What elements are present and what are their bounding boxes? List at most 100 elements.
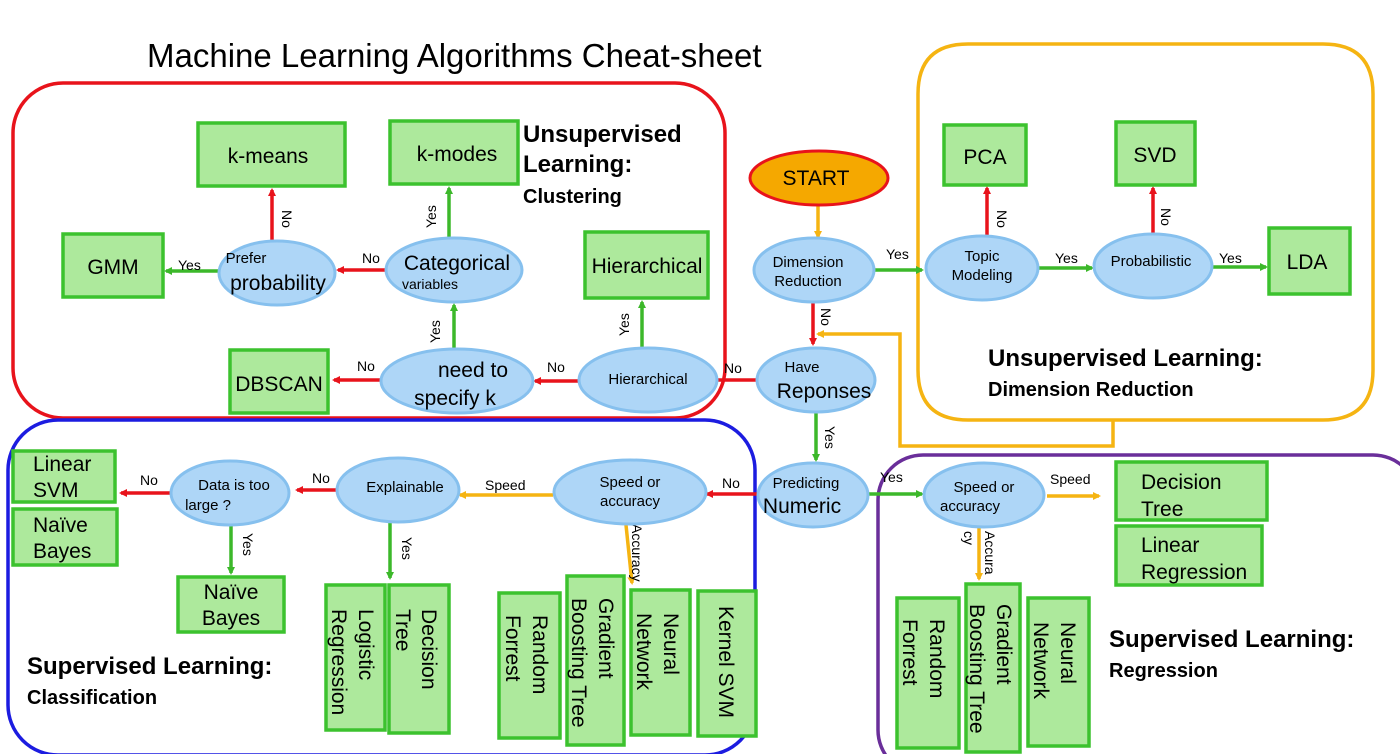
label-yes-large: Yes	[240, 533, 256, 556]
algo-naive-bayes-bottom-line2: Bayes	[202, 607, 260, 630]
decision-large-line1: Data is too	[198, 477, 270, 494]
algo-gradient-boosting-reg-line2: Boosting Tree	[965, 604, 988, 734]
decision-numeric-line1: Predicting	[773, 475, 840, 492]
edge-labels: Yes No Yes No Yes No No Yes Yes No No Ye…	[140, 205, 1242, 581]
algo-gmm-label: GMM	[87, 256, 138, 279]
decision-topic-modeling[interactable]: Topic Modeling	[924, 234, 1040, 302]
algo-decision-tree-reg-line2: Tree	[1141, 498, 1183, 521]
dimension-feedback-arrow	[816, 330, 1115, 448]
classification-heading: Supervised Learning:	[27, 653, 272, 680]
label-no-categorical: No	[362, 250, 380, 266]
algo-dbscan-label: DBSCAN	[235, 373, 323, 396]
algo-logistic-line2: Regression	[327, 609, 350, 715]
decision-explainable-label: Explainable	[366, 479, 444, 496]
algo-random-forrest-reg-line1: Random	[925, 619, 948, 698]
algo-gradient-boosting-cls[interactable]: Gradient Boosting Tree	[565, 574, 626, 747]
algo-decision-tree-reg[interactable]: Decision Tree	[1114, 460, 1269, 522]
regression-subheading: Regression	[1109, 660, 1218, 682]
decision-speed-reg-line2: accuracy	[940, 498, 1001, 515]
decision-categorical-line1: Categorical	[404, 252, 510, 275]
algo-neural-network-cls[interactable]: Neural Network	[629, 588, 692, 737]
algo-svd-label: SVD	[1133, 144, 1176, 167]
decision-probabilistic[interactable]: Probabilistic	[1092, 232, 1214, 300]
label-yes-responses: Yes	[822, 426, 838, 449]
label-yes-explainable: Yes	[399, 537, 415, 560]
algo-naive-bayes-top[interactable]: Naïve Bayes	[11, 507, 119, 567]
algo-svd[interactable]: SVD	[1114, 120, 1197, 187]
label-no-responses: No	[724, 360, 742, 376]
classification-region	[6, 418, 757, 754]
algo-gradient-boosting-reg[interactable]: Gradient Boosting Tree	[964, 582, 1022, 754]
algo-pca-label: PCA	[963, 146, 1006, 169]
decision-numeric-line2: Numeric	[763, 495, 841, 518]
label-no-probability: No	[279, 210, 295, 228]
algo-random-forrest-cls-line1: Random	[528, 615, 551, 694]
decision-predicting-numeric[interactable]: Predicting Numeric	[756, 461, 870, 529]
decision-data-too-large[interactable]: Data is too large ?	[169, 459, 291, 527]
algo-logistic-regression[interactable]: Logistic Regression	[324, 583, 387, 732]
decision-hierarchical[interactable]: Hierarchical	[577, 346, 719, 414]
algo-k-means[interactable]: k-means	[196, 121, 347, 188]
label-accuracy-reg-part1: Accura	[982, 531, 998, 575]
algo-naive-bayes-top-line2: Bayes	[33, 540, 91, 563]
clustering-subheading: Clustering	[523, 186, 622, 208]
algo-naive-bayes-top-line1: Naïve	[33, 514, 88, 537]
page-title: Machine Learning Algorithms Cheat-sheet	[147, 37, 762, 74]
decision-prefer-probability[interactable]: Prefer probability	[217, 239, 337, 307]
algo-neural-network-reg-line1: Neural	[1056, 622, 1079, 684]
algo-random-forrest-cls[interactable]: Random Forrest	[497, 591, 562, 740]
algo-linear-svm[interactable]: Linear SVM	[11, 449, 117, 504]
decision-probability-line2: probability	[230, 272, 326, 295]
algo-gmm[interactable]: GMM	[61, 232, 165, 299]
algo-kernel-svm[interactable]: Kernel SVM	[696, 589, 758, 738]
label-yes-categorical: Yes	[423, 205, 439, 228]
decision-probability-line1: Prefer	[226, 250, 267, 267]
decision-probabilistic-label: Probabilistic	[1111, 253, 1192, 270]
decision-explainable[interactable]: Explainable	[335, 456, 461, 524]
connectors	[119, 186, 1268, 585]
algo-pca[interactable]: PCA	[942, 123, 1028, 187]
label-no-numeric: No	[722, 475, 740, 491]
algo-random-forrest-cls-line2: Forrest	[501, 615, 524, 682]
algo-logistic-line1: Logistic	[354, 609, 377, 680]
algo-decision-tree-reg-line1: Decision	[1141, 471, 1222, 494]
algo-neural-network-reg[interactable]: Neural Network	[1026, 596, 1091, 748]
algo-lda[interactable]: LDA	[1267, 226, 1352, 296]
decision-speed-accuracy-reg[interactable]: Speed or accuracy	[922, 461, 1046, 529]
algo-naive-bayes-bottom-line1: Naïve	[204, 581, 259, 604]
label-no-large: No	[140, 472, 158, 488]
algo-neural-network-cls-line1: Neural	[659, 613, 682, 675]
algo-gradient-boosting-cls-line2: Boosting Tree	[567, 598, 590, 728]
algo-neural-network-reg-line2: Network	[1029, 622, 1052, 700]
algo-decision-tree-cls[interactable]: Decision Tree	[387, 583, 451, 735]
label-yes-probabilistic: Yes	[1219, 250, 1242, 266]
algo-linear-svm-line2: SVM	[33, 479, 79, 502]
decision-dimension-reduction[interactable]: Dimension Reduction	[752, 236, 876, 304]
decision-speed-accuracy-cls[interactable]: Speed or accuracy	[552, 458, 708, 526]
algo-random-forrest-reg[interactable]: Random Forrest	[895, 596, 961, 750]
algo-k-modes[interactable]: k-modes	[388, 119, 520, 186]
clustering-region	[11, 81, 727, 420]
algo-linear-regression[interactable]: Linear Regression	[1114, 524, 1264, 587]
algo-k-modes-label: k-modes	[417, 143, 498, 166]
algo-hierarchical-label: Hierarchical	[592, 255, 703, 278]
label-yes-probability: Yes	[178, 257, 201, 273]
label-no-explainable: No	[312, 470, 330, 486]
regression-region	[876, 453, 1400, 754]
algo-dbscan[interactable]: DBSCAN	[228, 348, 330, 415]
label-yes-hierarchical: Yes	[616, 313, 632, 336]
decision-have-responses[interactable]: Have Reponses	[755, 346, 877, 414]
algo-neural-network-cls-line2: Network	[632, 613, 655, 691]
algo-gradient-boosting-cls-line1: Gradient	[594, 598, 617, 679]
start-node[interactable]: START	[748, 149, 890, 207]
algo-naive-bayes-bottom[interactable]: Naïve Bayes	[176, 575, 286, 634]
label-no-topic: No	[994, 210, 1010, 228]
decision-hierarchical-label: Hierarchical	[608, 371, 687, 388]
start-label: START	[783, 167, 850, 190]
decision-categorical-variables[interactable]: Categorical variables	[384, 236, 524, 304]
decision-speed-cls-line2: accuracy	[600, 493, 661, 510]
dimension-reduction-region	[916, 42, 1375, 422]
decision-need-to-specify-k[interactable]: need to specify k	[379, 347, 535, 415]
algo-hierarchical[interactable]: Hierarchical	[583, 230, 710, 300]
